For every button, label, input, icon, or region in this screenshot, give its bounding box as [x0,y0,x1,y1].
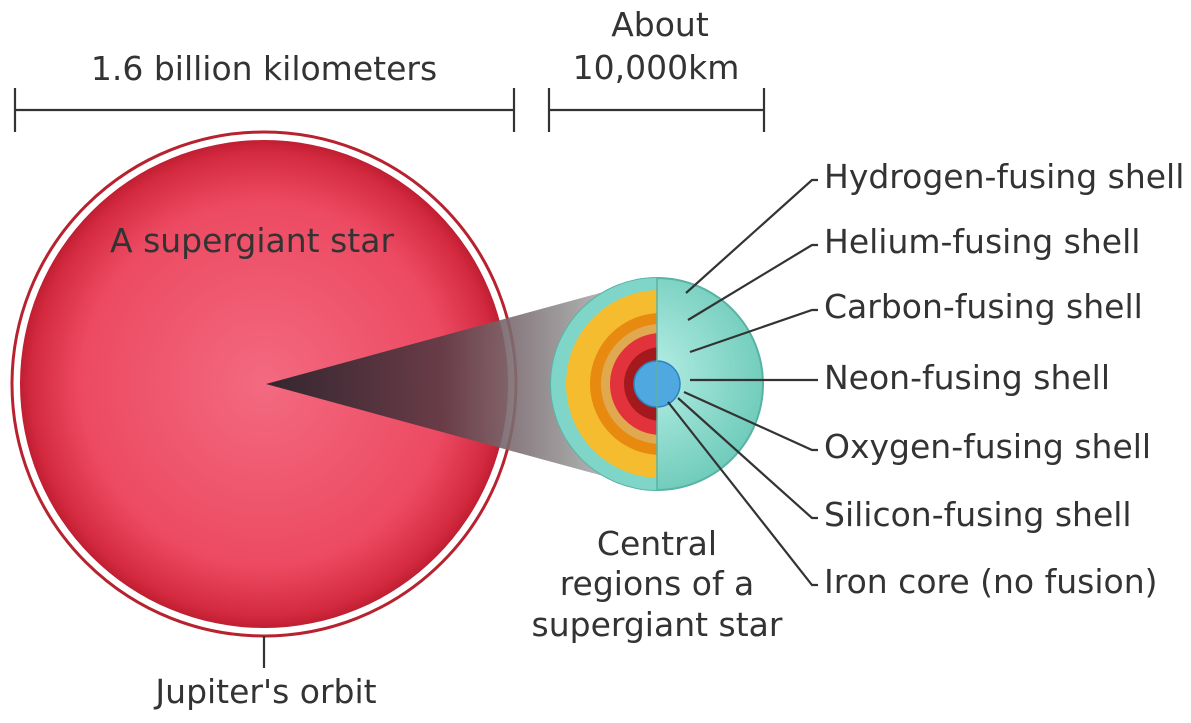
scale-bar-right: About 10,000km [549,5,764,132]
scale-bar-left: 1.6 billion kilometers [15,49,514,132]
core-caption: Central regions of a supergiant star [532,524,783,644]
label-helium-shell: Helium-fusing shell [824,222,1140,261]
scale-bar-left-label: 1.6 billion kilometers [91,49,437,88]
label-iron-core: Iron core (no fusion) [824,562,1157,601]
label-carbon-shell: Carbon-fusing shell [824,287,1143,326]
leader-hydrogen [686,180,818,293]
scale-bar-right-label-line2: 10,000km [573,48,740,87]
label-neon-shell: Neon-fusing shell [824,358,1110,397]
leader-helium [688,245,818,320]
core-caption-line2: regions of a [560,564,755,603]
core-caption-line1: Central [597,524,717,563]
core-caption-line3: supergiant star [532,605,783,644]
layer-labels: Hydrogen-fusing shell Helium-fusing shel… [824,157,1184,601]
jupiter-orbit-label: Jupiter's orbit [153,672,376,711]
label-silicon-shell: Silicon-fusing shell [824,495,1132,534]
scale-bar-right-label-line1: About [611,5,709,44]
label-hydrogen-shell: Hydrogen-fusing shell [824,157,1184,196]
core-cross-section [551,278,763,490]
jupiter-orbit-marker: Jupiter's orbit [153,636,376,711]
label-oxygen-shell: Oxygen-fusing shell [824,427,1151,466]
star-label: A supergiant star [110,221,394,260]
